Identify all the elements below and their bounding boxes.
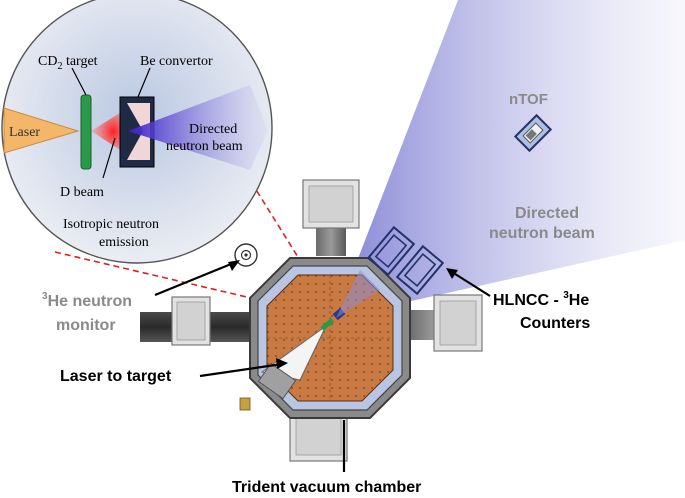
he3-monitor-icon	[234, 243, 258, 267]
inset-laser-cone	[3, 107, 80, 154]
trident-label: Trident vacuum chamber	[232, 479, 421, 496]
trident-vacuum-chamber	[239, 257, 411, 419]
inset-be-arrow	[137, 67, 151, 98]
ntof-detector	[513, 113, 553, 153]
pointer-arrows	[154, 260, 491, 472]
inset-cd2-arrow	[71, 67, 87, 96]
ntof-label: nTOF	[509, 91, 548, 108]
inset-isotropic-label-1: Isotropic neutron	[63, 217, 159, 232]
inset-d-beam	[91, 108, 128, 155]
inset-be-convertor-inner	[127, 103, 150, 160]
he3-monitor-label-2: monitor	[56, 317, 116, 334]
inset-directed-beam	[128, 85, 268, 170]
flange-north	[302, 179, 360, 229]
inset-cd2-target	[80, 94, 92, 170]
inset-cd2-label: CD2 target	[38, 54, 98, 72]
hlncc-label-1: HLNCC - 3He	[493, 290, 589, 309]
flange-west	[171, 296, 211, 346]
inset-directed-label-1: Directed	[189, 122, 237, 137]
inset-dbeam-arrow	[102, 137, 116, 179]
he3-monitor-label-1: 3He neutron	[42, 291, 132, 310]
inset-be-convertor-label: Be convertor	[140, 54, 213, 69]
inset-isotropic-label-2: emission	[99, 235, 149, 250]
flange-east	[433, 294, 483, 352]
directed-neutron-beam-cone	[335, 0, 685, 318]
hlncc-counters	[366, 225, 445, 296]
inset-zoom: CD2 target Be convertor Laser Directed n…	[1, 0, 273, 264]
hlncc-label-2: Counters	[520, 315, 590, 332]
directed-beam-label-1: Directed	[515, 205, 579, 222]
laser-to-target-label: Laser to target	[60, 368, 172, 385]
inset-dbeam-label: D beam	[60, 185, 104, 200]
inset-directed-label-2: neutron beam	[166, 139, 243, 154]
directed-beam-label-2: neutron beam	[489, 225, 595, 242]
inset-laser-label: Laser	[9, 125, 40, 140]
